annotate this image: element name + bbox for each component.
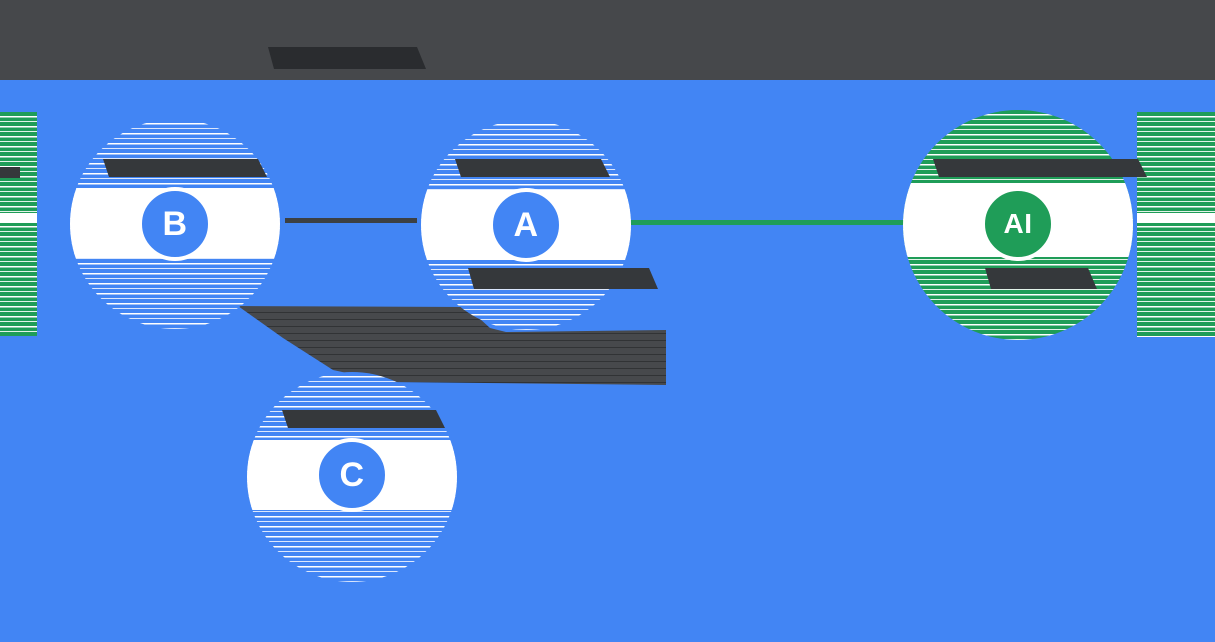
node-b-letter: B	[162, 204, 188, 243]
header-bar	[0, 0, 1215, 80]
node-c-label-redacted	[282, 410, 445, 428]
edge-node-left-label-redacted	[0, 167, 20, 178]
node-ai-label-redacted	[933, 159, 1147, 177]
node-a-badge[interactable]: A	[489, 188, 563, 262]
node-b-badge[interactable]: B	[138, 187, 212, 261]
edge-node-left-band	[0, 213, 37, 223]
node-a-sublabel-redacted	[468, 268, 658, 289]
header-title-redacted	[268, 47, 426, 69]
node-c-letter: C	[339, 455, 365, 494]
node-b-label-redacted	[103, 159, 267, 177]
node-a-label-redacted	[455, 159, 610, 177]
node-c-badge[interactable]: C	[315, 438, 389, 512]
edge-node-right	[1137, 112, 1215, 337]
node-a-letter: A	[513, 205, 539, 244]
node-ai-badge[interactable]: AI	[981, 187, 1055, 261]
connector-a-to-ai	[630, 220, 905, 225]
connector-b-to-a	[285, 218, 417, 223]
connector-wedge-to-c	[238, 306, 666, 385]
node-ai-sublabel-redacted	[985, 268, 1097, 289]
edge-node-left	[0, 112, 37, 336]
edge-node-right-band	[1137, 213, 1215, 223]
node-ai-letter: AI	[1003, 208, 1033, 239]
